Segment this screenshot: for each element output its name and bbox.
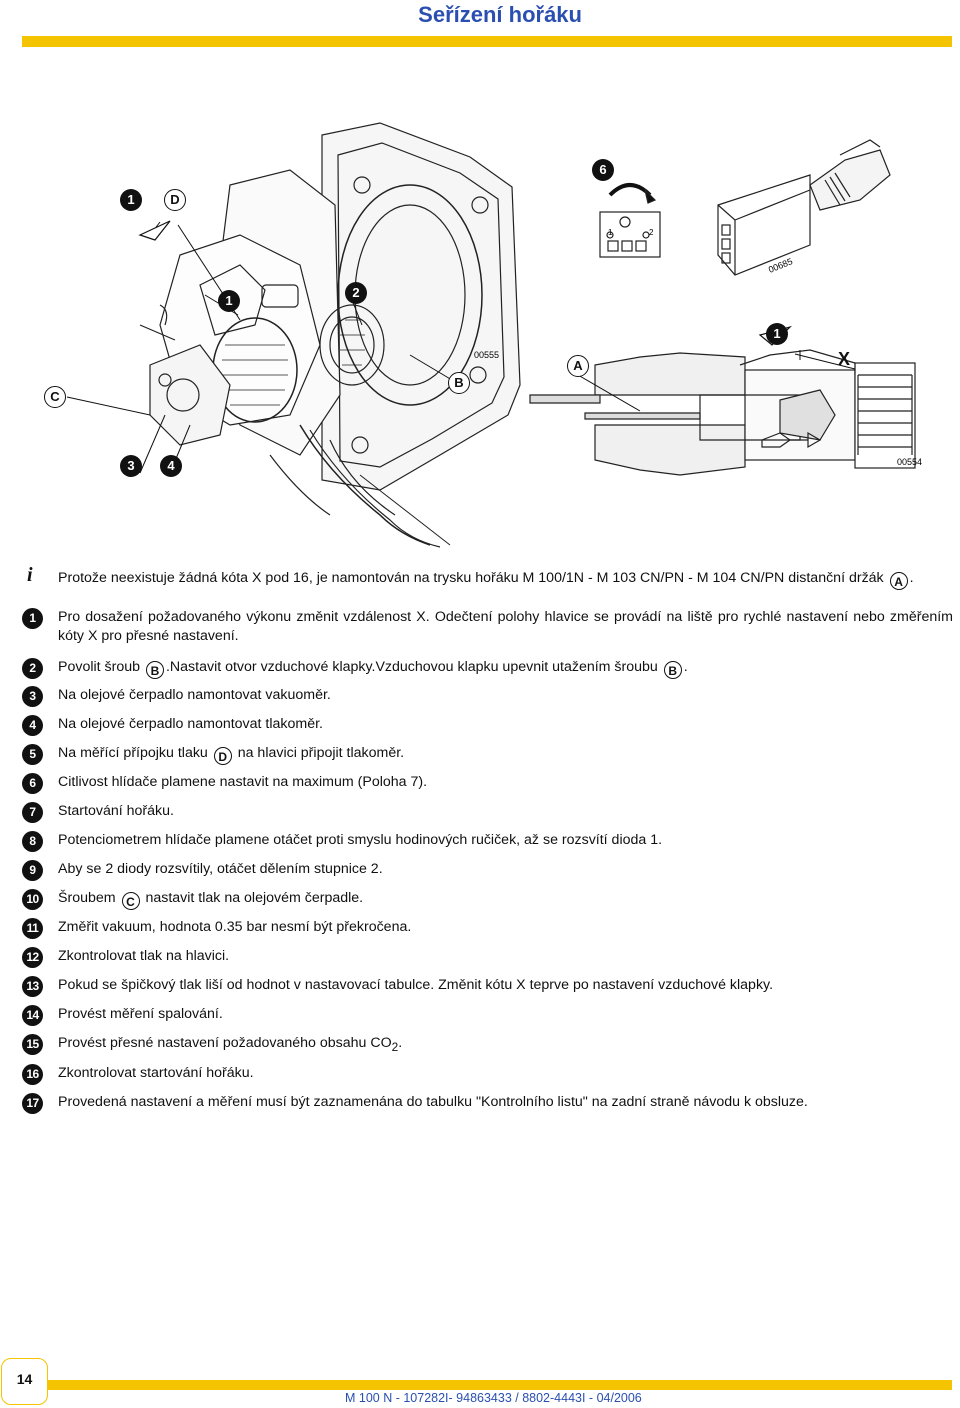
step-number: 10 (22, 889, 43, 910)
info-icon: i (27, 564, 33, 586)
step-number: 1 (22, 608, 43, 629)
callout-d: D (164, 189, 186, 211)
step-text-post: . (683, 659, 688, 675)
step-text: Povolit šroub B.Nastavit otvor vzduchové… (58, 658, 953, 679)
step-text: Pokud se špičkový tlak liší od hodnot v … (58, 977, 774, 993)
page-title-wrap: Seřízení hořáku (0, 2, 960, 28)
step-text: Potenciometrem hlídače plamene otáčet pr… (58, 832, 663, 848)
callout-b: B (448, 372, 470, 394)
step-text: Na olejové čerpadlo namontovat vakuoměr. (58, 687, 331, 703)
step-text-post: . (398, 1035, 403, 1051)
page-title: Seřízení hořáku (418, 2, 582, 27)
step-number: 8 (22, 831, 43, 852)
callout-1-mid: 1 (218, 290, 240, 312)
callout-6: 6 (592, 159, 614, 181)
step-number: 16 (22, 1064, 43, 1085)
page-number-box: 14 (1, 1358, 48, 1405)
info-text: Protože neexistuje žádná kóta X pod 16, … (58, 569, 953, 590)
callout-1-right: 1 (766, 323, 788, 345)
dimension-x-label: X (838, 349, 851, 369)
dial-label-2: 2 (649, 228, 654, 237)
title-divider (22, 36, 952, 47)
step-number: 6 (22, 773, 43, 794)
step-text: Na měřící přípojku tlaku D na hlavici př… (58, 744, 953, 765)
step-text: Provést měření spalování. (58, 1006, 223, 1022)
callout-1-top: 1 (120, 189, 142, 211)
step-number: 11 (22, 918, 43, 939)
step-text: Provedená nastavení a měření musí být za… (58, 1094, 808, 1110)
step-text-pre: Šroubem (58, 890, 120, 906)
figure-code-left: 00555 (474, 350, 499, 360)
callout-3: 3 (120, 455, 142, 477)
ref-b-icon: B (663, 661, 682, 679)
step-text-pre: Na měřící přípojku tlaku (58, 745, 212, 761)
step-number: 3 (22, 686, 43, 707)
page-number: 14 (16, 1371, 33, 1387)
footer-divider (46, 1380, 952, 1390)
step-text: Změřit vakuum, hodnota 0.35 bar nesmí bý… (58, 919, 412, 935)
step-text-mid: na hlavici připojit tlakoměr. (233, 745, 405, 761)
step-text: Pro dosažení požadovaného výkonu změnit … (58, 609, 953, 644)
step-text: Zkontrolovat tlak na hlavici. (58, 948, 230, 964)
step-text-pre: Povolit šroub (58, 659, 144, 675)
dimension-x (794, 350, 856, 375)
step-text: Startování hořáku. (58, 803, 174, 819)
step-number: 2 (22, 658, 43, 679)
burner-housing-drawing (139, 122, 521, 548)
ref-c-icon: C (121, 892, 140, 910)
step-text: Aby se 2 diody rozsvítily, otáčet dělení… (58, 861, 383, 877)
dial-label-1: 1 (608, 228, 613, 237)
step-text: Na olejové čerpadlo namontovat tlakoměr. (58, 716, 323, 732)
burner-illustration: 00555 1 2 00685 (0, 95, 960, 550)
leaf-icon-left (138, 220, 171, 241)
callout-4: 4 (160, 455, 182, 477)
subscript-2: 2 (391, 1039, 399, 1054)
step-number: 15 (22, 1034, 43, 1055)
info-text-main: Protože neexistuje žádná kóta X pod 16, … (58, 570, 888, 586)
step-number: 12 (22, 947, 43, 968)
ref-d-icon: D (213, 747, 232, 765)
step-text: Šroubem C nastavit tlak na olejovém čerp… (58, 889, 953, 910)
step-number: 5 (22, 744, 43, 765)
blast-tube-drawing (529, 349, 916, 476)
step-text: Zkontrolovat startování hořáku. (58, 1065, 254, 1081)
ref-a-icon: A (889, 572, 908, 590)
flame-monitor-drawing (599, 139, 891, 276)
burner-drawing: 00555 1 2 00685 (66, 122, 922, 548)
step-number: 13 (22, 976, 43, 997)
document-reference: M 100 N - 107282I- 94863433 / 8802-4443I… (345, 1391, 642, 1405)
step-text-mid: nastavit tlak na olejovém čerpadle. (141, 890, 364, 906)
step-text-pre: Provést přesné nastavení požadovaného ob… (58, 1035, 392, 1051)
step-number: 9 (22, 860, 43, 881)
step-number: 17 (22, 1093, 43, 1114)
step-text: Citlivost hlídače plamene nastavit na ma… (58, 774, 428, 790)
step-number: 4 (22, 715, 43, 736)
leader-a (577, 374, 641, 412)
ref-b-icon: B (145, 661, 164, 679)
step-number: 7 (22, 802, 43, 823)
step-text-mid: .Nastavit otvor vzduchové klapky.Vzducho… (165, 659, 662, 675)
callout-a: A (567, 355, 589, 377)
step-text: Provést přesné nastavení požadovaného ob… (58, 1034, 953, 1057)
info-text-end: . (909, 570, 914, 586)
callout-c: C (44, 386, 66, 408)
step-number: 14 (22, 1005, 43, 1026)
figure-code-right-bottom: 00554 (897, 457, 922, 467)
callout-2: 2 (345, 282, 367, 304)
